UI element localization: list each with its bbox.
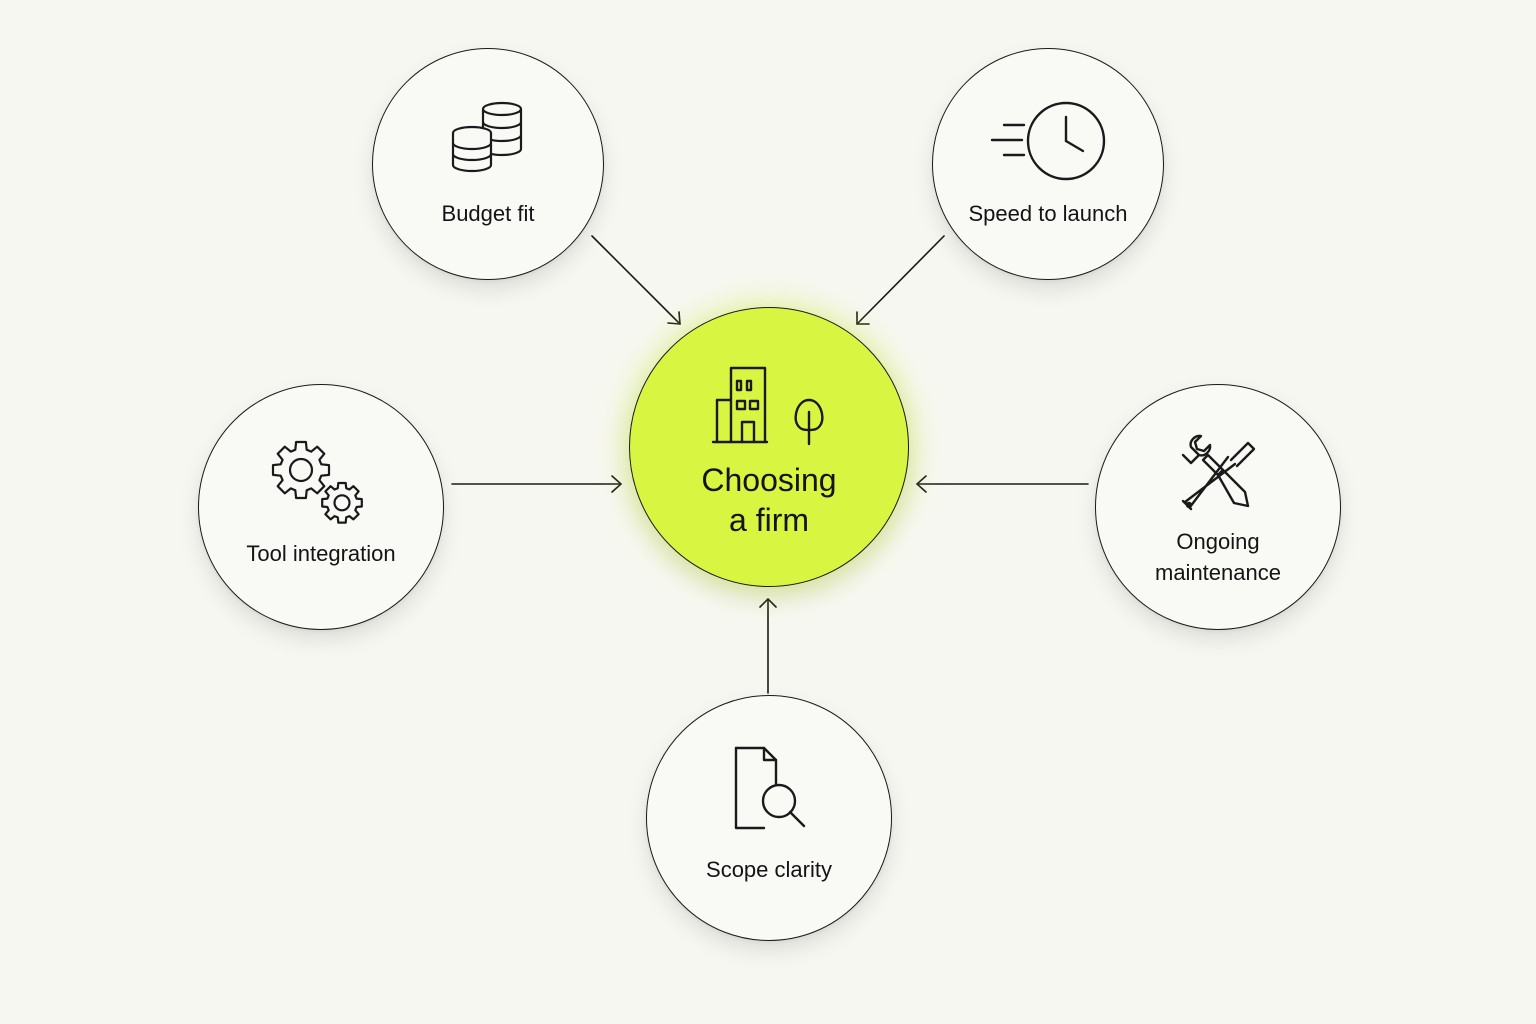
budget-fit-node: Budget fit <box>372 48 604 280</box>
fast-clock-icon <box>990 101 1106 181</box>
center-title-line1: Choosing <box>701 462 837 498</box>
choosing-a-firm-center-node: Choosing a firm <box>629 307 909 587</box>
coin-stack-icon <box>451 101 523 173</box>
building-tree-icon <box>711 366 824 446</box>
arrow-maintenance-to-center <box>916 475 1089 493</box>
tool-integration-node: Tool integration <box>198 384 444 630</box>
document-search-icon <box>734 746 806 830</box>
arrow-scope-to-center <box>759 598 777 694</box>
gears-icon <box>271 440 363 524</box>
speed-to-launch-label: Speed to launch <box>968 201 1128 226</box>
scope-clarity-label: Scope clarity <box>706 857 832 882</box>
arrow-budget-to-center <box>591 235 681 325</box>
wrench-screwdriver-icon <box>1181 434 1256 511</box>
arrow-tools-to-center <box>451 475 622 493</box>
ongoing-maintenance-label-line1: Ongoing <box>1176 529 1260 554</box>
arrow-speed-to-center <box>856 235 945 325</box>
center-title-line2: a firm <box>729 502 809 538</box>
tool-integration-label: Tool integration <box>246 541 396 566</box>
ongoing-maintenance-node: Ongoing maintenance <box>1095 384 1341 630</box>
ongoing-maintenance-label-line2: maintenance <box>1155 560 1281 585</box>
speed-to-launch-node: Speed to launch <box>932 48 1164 280</box>
ongoing-maintenance-label: Ongoing maintenance <box>1096 526 1340 588</box>
scope-clarity-node: Scope clarity <box>646 695 892 941</box>
budget-fit-label: Budget fit <box>441 201 535 226</box>
center-title: Choosing a firm <box>630 460 908 540</box>
